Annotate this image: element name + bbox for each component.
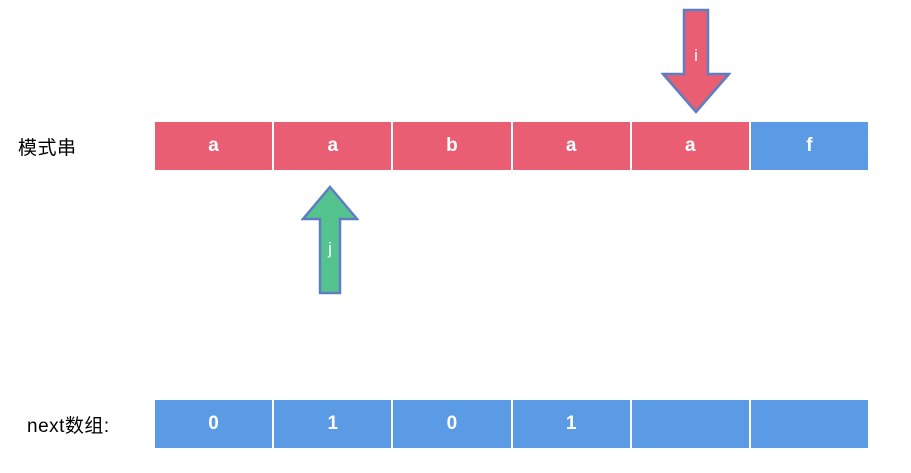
pattern-cell-2: b <box>393 122 513 170</box>
pattern-string-label: 模式串 <box>18 138 77 159</box>
next-cell-5 <box>750 400 869 448</box>
next-cell-3: 1 <box>512 400 632 448</box>
next-array-label: next数组: <box>27 416 110 437</box>
next-cell-0: 0 <box>155 400 275 448</box>
next-cell-1: 1 <box>274 400 394 448</box>
next-cell-4 <box>631 400 751 448</box>
pattern-cell-0: a <box>155 122 275 170</box>
next-array-row: 0 1 0 1 <box>155 400 869 448</box>
pattern-cell-1: a <box>274 122 394 170</box>
pointer-i-arrow-down-icon: i <box>661 8 731 114</box>
pattern-cell-4: a <box>631 122 751 170</box>
pattern-cell-5: f <box>750 122 869 170</box>
next-cell-2: 0 <box>393 400 513 448</box>
pattern-string-row: a a b a a f <box>155 122 869 170</box>
pointer-j-arrow-up-icon: j <box>301 185 359 295</box>
pattern-cell-3: a <box>512 122 632 170</box>
